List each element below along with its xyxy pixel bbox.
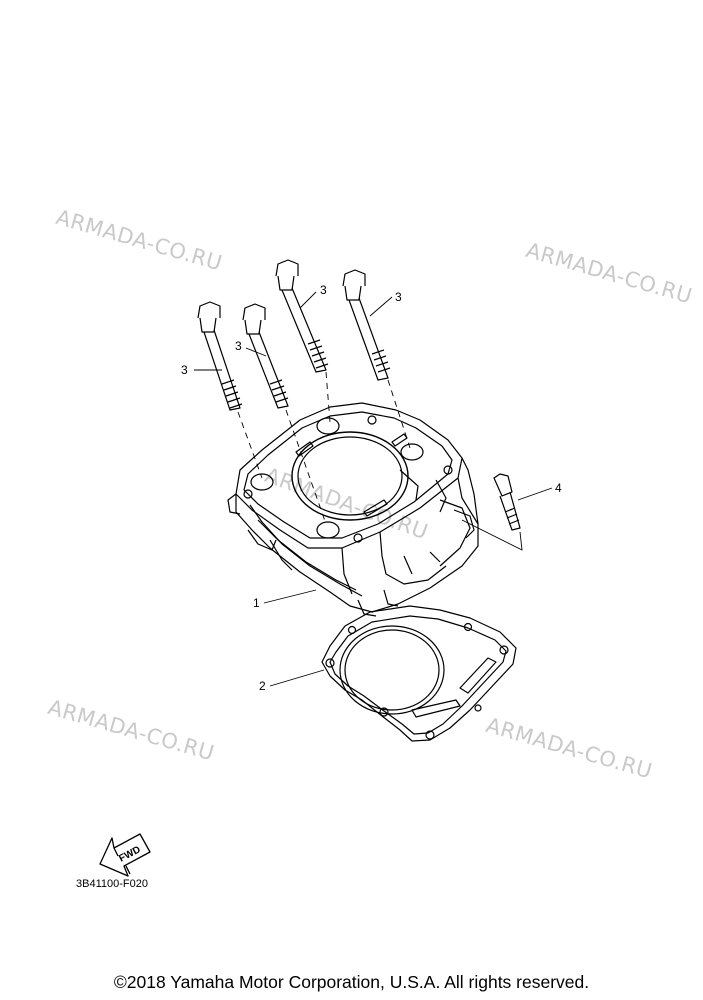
stud-bolt — [275, 259, 329, 373]
cylinder-block — [227, 402, 479, 617]
stud-bolt — [197, 301, 243, 411]
callout-stud-bolt: 3 — [181, 363, 188, 377]
callout-cylinder: 1 — [253, 596, 260, 610]
diagram-code: 3B41100-F020 — [76, 878, 148, 890]
bolt — [493, 473, 521, 531]
callout-gasket: 2 — [259, 679, 266, 693]
fwd-label: FWD — [117, 844, 142, 864]
bolt-assembly-line — [461, 519, 523, 551]
callout-stud-bolt: 3 — [320, 283, 327, 297]
fwd-arrow-icon: FWD — [99, 833, 151, 877]
callout-stud-bolt: 3 — [235, 339, 242, 353]
cylinder-gasket — [321, 605, 517, 742]
leader-lines — [194, 291, 553, 687]
stud-bolt — [242, 303, 289, 409]
copyright-notice: ©2018 Yamaha Motor Corporation, U.S.A. A… — [113, 972, 590, 992]
callout-stud-bolt: 3 — [395, 290, 402, 304]
stud-bolt — [342, 269, 391, 381]
callout-bolt: 4 — [555, 481, 562, 495]
assembly-lines — [237, 371, 411, 525]
